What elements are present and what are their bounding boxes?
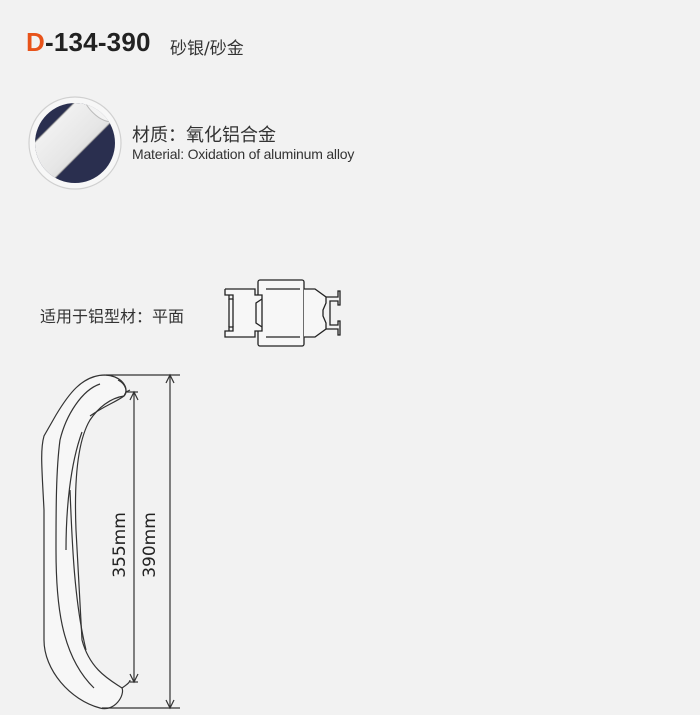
profile-label: 适用于铝型材：平面: [40, 307, 185, 326]
handle-drawing-icon: [41, 373, 180, 710]
material-label-cn: 材质：氧化铝合金: [132, 125, 276, 146]
material-swatch-icon: [28, 96, 122, 190]
product-code: D-134-390: [26, 27, 151, 58]
material-label-en: Material: Oxidation of aluminum alloy: [132, 146, 355, 162]
product-code-number: -134-390: [44, 27, 151, 57]
dimension-inner-label: 355mm: [109, 512, 130, 578]
finish-options: 砂银/砂金: [170, 39, 244, 59]
aluminum-profile-icon: [224, 279, 341, 347]
product-code-prefix: D: [26, 27, 45, 57]
dimension-overall-label: 390mm: [139, 512, 160, 578]
